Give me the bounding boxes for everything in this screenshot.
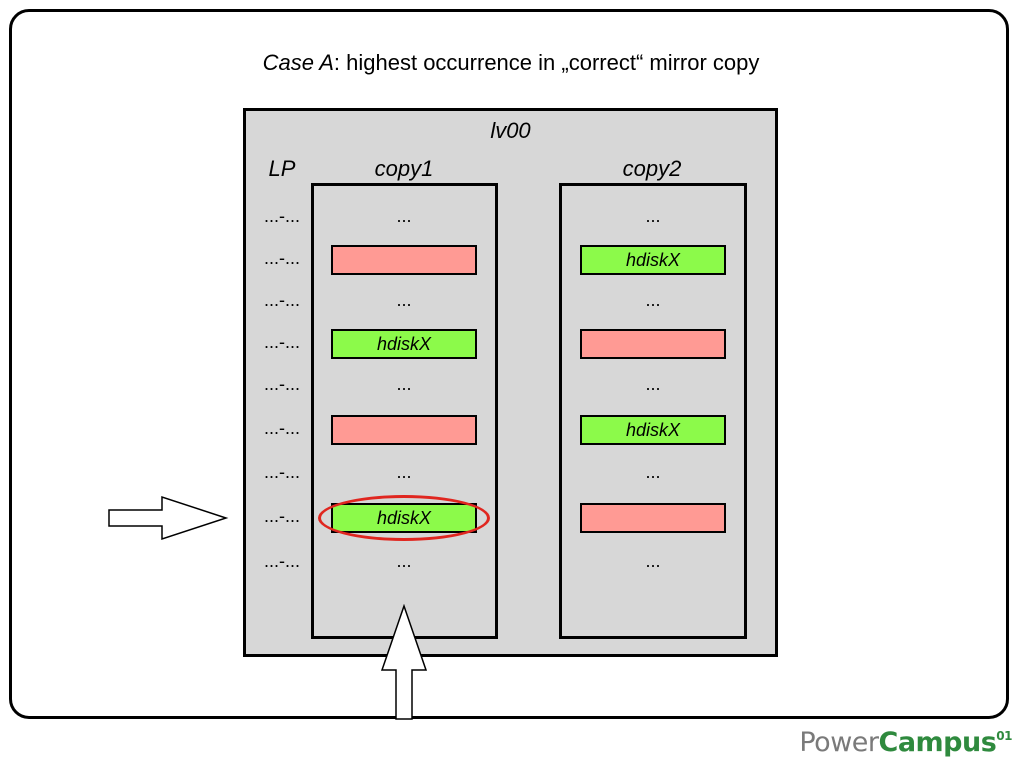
logo-sup: 01 — [996, 729, 1012, 743]
copy2-dots: ... — [645, 462, 661, 482]
lp-range: ...-... — [264, 206, 300, 226]
copy1-block-green: hdiskX — [331, 329, 477, 359]
title-text: : highest occurrence in „correct“ mirror… — [333, 50, 760, 75]
copy2-block-red — [580, 329, 726, 359]
lp-range: ...-... — [264, 462, 300, 482]
copy2-block-green: hdiskX — [580, 245, 726, 275]
lp-range: ...-... — [264, 248, 300, 268]
logo-power: Power — [799, 727, 879, 758]
copy1-block-red — [331, 245, 477, 275]
title-case: Case A — [262, 50, 334, 75]
lp-range: ...-... — [264, 506, 300, 526]
copy2-dots: ... — [645, 206, 661, 226]
copy1-block-red — [331, 415, 477, 445]
lp-range: ...-... — [264, 418, 300, 438]
up-arrow-icon — [380, 604, 428, 720]
copy2-dots: ... — [645, 374, 661, 394]
lp-range: ...-... — [264, 551, 300, 571]
copy1-dots: ... — [396, 551, 412, 571]
copy1-dots: ... — [396, 462, 412, 482]
lp-range: ...-... — [264, 332, 300, 352]
copy2-header: copy2 — [622, 156, 682, 181]
logo-campus: Campus — [878, 727, 997, 758]
lv-label: lv00 — [490, 118, 531, 143]
copy2-dots: ... — [645, 551, 661, 571]
right-arrow-icon — [108, 495, 229, 541]
copy1-dots: ... — [396, 374, 412, 394]
slide-title: Case A: highest occurrence in „correct“ … — [0, 49, 1022, 77]
copy1-dots: ... — [396, 206, 412, 226]
lp-range: ...-... — [264, 374, 300, 394]
copy1-header: copy1 — [374, 156, 434, 181]
lp-header: LP — [268, 156, 296, 181]
lp-range: ...-... — [264, 290, 300, 310]
highlight-ellipse — [318, 495, 490, 541]
copy1-dots: ... — [396, 290, 412, 310]
copy2-block-red — [580, 503, 726, 533]
copy2-dots: ... — [645, 290, 661, 310]
powercampus-logo: PowerCampus01 — [799, 727, 1012, 758]
copy2-block-green: hdiskX — [580, 415, 726, 445]
